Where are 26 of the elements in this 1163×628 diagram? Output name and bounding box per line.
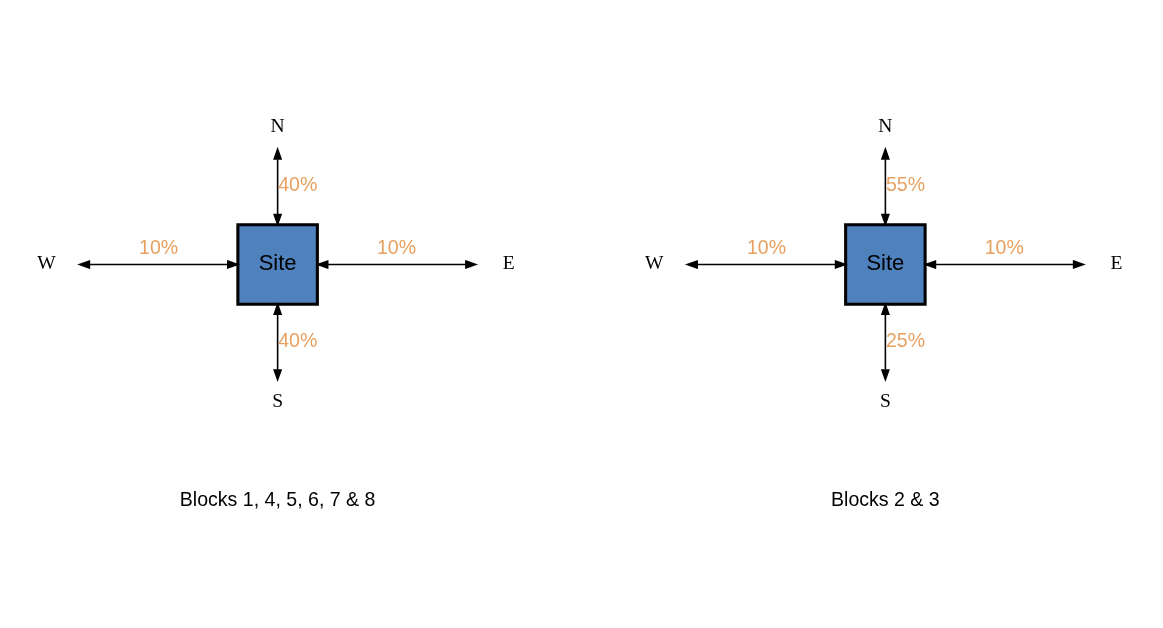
node-text: E [502,252,515,274]
arrow [880,302,890,383]
arrow [684,259,848,270]
node-text: S [879,389,891,411]
arrow [315,259,479,270]
arrow [923,259,1086,270]
edge-label: 10% [746,236,787,259]
edge-label: 55% [885,173,926,196]
node-text: N [878,114,893,136]
label: Blocks 2 & 3 [831,487,940,510]
edge-label: 10% [984,236,1024,259]
arrow [77,259,240,270]
arrow [880,146,890,227]
node-text: N [270,114,285,136]
node-box: Site [236,223,319,306]
arrow [273,146,283,227]
node-text: E [1110,252,1123,274]
label: Blocks 1, 4, 5, 6, 7 & 8 [179,487,376,510]
node-box: Site [844,223,927,306]
node-text: W [37,252,56,274]
node-text: W [645,252,664,274]
node-text: S [272,389,284,411]
edge-label: 10% [376,236,417,259]
edge-label: 25% [885,328,926,351]
arrow [273,302,283,383]
edge-label: 10% [139,236,179,259]
